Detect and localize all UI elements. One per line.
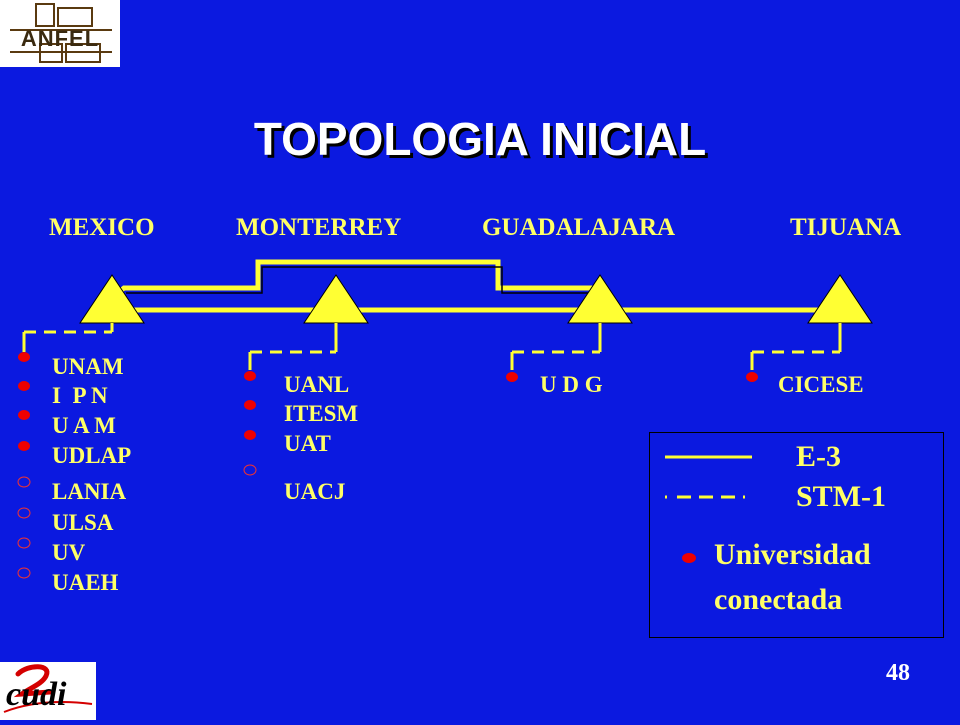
- university-label: LANIA: [52, 479, 127, 504]
- university-label: UNAM: [52, 354, 124, 379]
- slide-title: TOPOLOGIA INICIAL: [253, 113, 707, 165]
- stm1-links: [22, 323, 842, 370]
- legend-university-label-line2: conectada: [714, 583, 843, 616]
- marker-connected: [18, 381, 30, 391]
- city-label-mexico: MEXICO: [49, 214, 155, 241]
- university-label: ITESM: [284, 401, 359, 426]
- anfel-logo: ANFEL: [0, 0, 120, 67]
- marker-connected: [244, 400, 256, 410]
- legend-symbols: [665, 455, 752, 563]
- marker-connected: [18, 410, 30, 420]
- anfel-logo-graphic: [10, 3, 112, 63]
- university-label: UAEH: [52, 570, 119, 595]
- city-label-monterrey: MONTERREY: [236, 214, 402, 241]
- marker-not-connected: [17, 567, 31, 579]
- legend-box: [649, 432, 944, 638]
- legend-e3-label: E-3: [796, 440, 841, 473]
- cudi-logo-graphic: [3, 664, 93, 713]
- city-label-guadalajara: GUADALAJARA: [482, 214, 676, 241]
- node-tijuana: [807, 274, 873, 324]
- legend-university-marker: [682, 553, 696, 563]
- city-nodes: [79, 274, 873, 324]
- university-label: CICESE: [778, 372, 864, 397]
- cudi-logo-text: cudi: [6, 676, 67, 713]
- marker-connected: [18, 441, 30, 451]
- university-label: UANL: [284, 372, 350, 397]
- legend-university-label-line1: Universidad: [714, 538, 871, 571]
- marker-connected: [244, 430, 256, 440]
- e3-link-mexico-guadalajara: [110, 259, 610, 300]
- marker-connected: [746, 372, 758, 382]
- marker-connected: [506, 372, 518, 382]
- marker-not-connected: [17, 476, 31, 488]
- marker-not-connected: [17, 507, 31, 519]
- university-label: UAT: [284, 431, 331, 456]
- university-label: UDLAP: [52, 443, 132, 468]
- cudi-logo: cudi: [0, 662, 96, 720]
- e3-link-shadow: [126, 266, 596, 294]
- legend-stm1-label: STM-1: [796, 480, 886, 513]
- node-mexico: [79, 274, 145, 324]
- university-label: UACJ: [284, 479, 346, 504]
- marker-not-connected: [243, 464, 257, 476]
- university-label: UV: [52, 540, 86, 565]
- marker-not-connected: [17, 537, 31, 549]
- node-monterrey: [303, 274, 369, 324]
- university-label: I P N: [52, 383, 108, 408]
- university-markers: [17, 352, 758, 579]
- university-label: U D G: [540, 372, 603, 397]
- marker-connected: [18, 352, 30, 362]
- university-label: U A M: [52, 413, 116, 438]
- e3-links: [110, 259, 840, 313]
- marker-connected: [244, 371, 256, 381]
- page-number: 48: [886, 660, 910, 686]
- anfel-logo-text: ANFEL: [20, 26, 100, 51]
- city-label-tijuana: TIJUANA: [790, 214, 902, 241]
- university-label: ULSA: [52, 510, 114, 535]
- node-guadalajara: [567, 274, 633, 324]
